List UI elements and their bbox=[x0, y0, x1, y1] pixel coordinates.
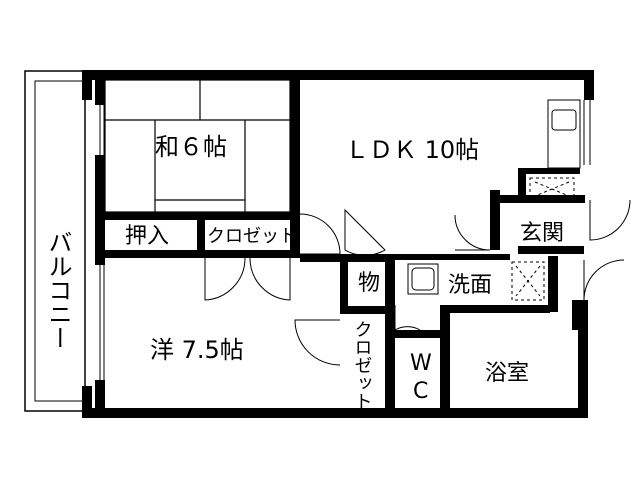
room-label-wc-c: C bbox=[413, 379, 428, 404]
room-label-ldk: ＬＤＫ 10帖 bbox=[345, 136, 479, 164]
windows bbox=[99, 100, 591, 380]
balcony-area bbox=[24, 70, 86, 412]
room-label-washitsu: 和６帖 bbox=[155, 133, 227, 161]
room-label-oshiire: 押入 bbox=[125, 224, 169, 249]
room-label-senmen: 洗面 bbox=[448, 273, 492, 298]
room-label-balcony: バルコニー bbox=[44, 230, 72, 350]
room-label-genkan: 玄関 bbox=[520, 221, 564, 246]
room-label-wc-w: W bbox=[410, 351, 432, 376]
kitchen-sink bbox=[547, 99, 581, 169]
room-label-yokushitsu: 浴室 bbox=[485, 361, 529, 386]
wash-basin bbox=[407, 263, 439, 295]
tatami-lines bbox=[104, 79, 291, 213]
inner-walls bbox=[95, 75, 585, 418]
door-swings bbox=[204, 199, 631, 366]
outer-walls bbox=[82, 70, 594, 418]
room-label-closet-vertical: クロゼット bbox=[352, 320, 373, 410]
room-label-mono: 物 bbox=[358, 271, 380, 296]
room-label-youshitsu: 洋 7.5帖 bbox=[150, 336, 244, 364]
room-label-closet-upper: クロゼット bbox=[207, 226, 297, 247]
dashed-boxes bbox=[511, 177, 575, 301]
